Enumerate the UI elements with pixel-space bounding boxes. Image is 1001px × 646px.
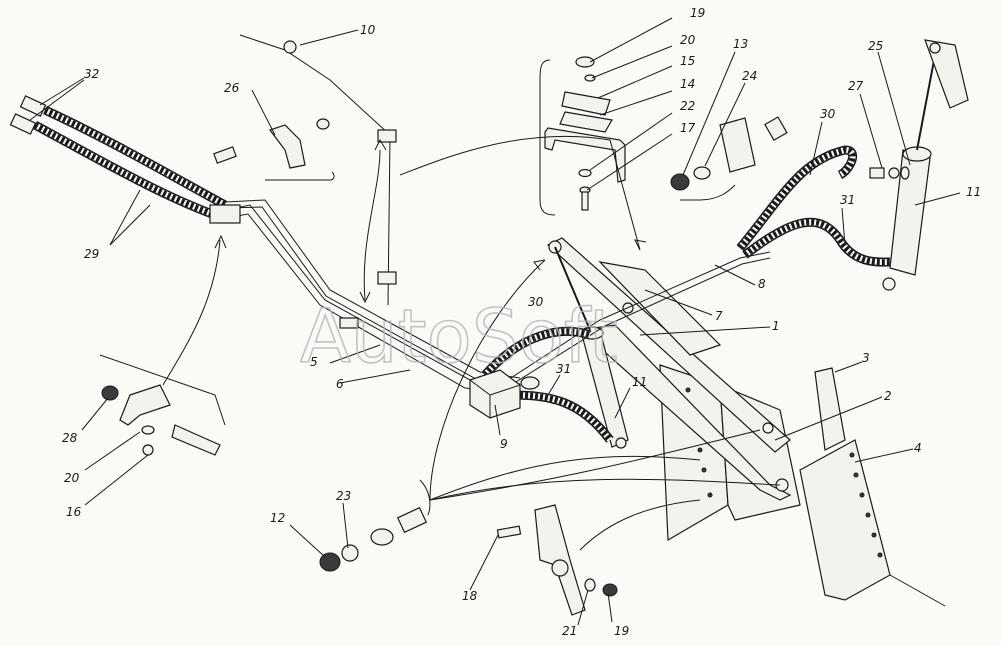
callout-18: 18 (462, 589, 478, 603)
blade-side-plate-4 (799, 439, 891, 601)
rod-10-clamp (283, 40, 297, 54)
inset-bracket-detail (539, 56, 626, 216)
callout-3: 3 (862, 351, 870, 365)
fastener-13-24 (670, 116, 788, 201)
connector-arrows (162, 135, 781, 501)
callout-30-lower: 30 (528, 295, 544, 309)
blade-assembly (659, 364, 946, 607)
pivot-blade-top (762, 422, 774, 434)
rod-10-line (239, 34, 391, 306)
callout-24: 24 (742, 69, 757, 83)
fastener-12-23 (319, 479, 431, 572)
inset-clamp-detail (213, 118, 335, 181)
callout-28: 28 (62, 431, 78, 445)
callout-6: 6 (336, 377, 344, 391)
fitting-32-a (19, 95, 47, 117)
callout-31-right: 31 (840, 193, 855, 207)
rod-10-bracket-lower (377, 271, 397, 285)
callout-20: 20 (680, 33, 696, 47)
right-hydraulic-cylinder (882, 39, 969, 291)
callout-15: 15 (680, 54, 695, 68)
frame-assembly (546, 237, 792, 501)
callout-17: 17 (680, 121, 696, 135)
callout-19-lower: 19 (614, 624, 629, 638)
cylinder-rod-right (916, 54, 936, 151)
cylinder-mount-pin (929, 42, 941, 54)
tube-to-cylinder (499, 251, 771, 386)
callout-4: 4 (914, 441, 922, 455)
callout-9: 9 (500, 437, 508, 451)
callout-27: 27 (848, 79, 864, 93)
callout-22: 22 (680, 99, 695, 113)
callout-21: 21 (562, 624, 577, 638)
main-arm-1 (546, 237, 791, 453)
hoses-30-31-right (736, 145, 891, 267)
callout-20-lower: 20 (64, 471, 80, 485)
callout-2: 2 (884, 389, 892, 403)
callout-31-lower: 31 (556, 362, 571, 376)
inset-bracket-28 (99, 354, 226, 456)
blade-bracket-3 (814, 367, 846, 451)
cylinder-eye-right (882, 277, 896, 291)
cylinder-rod-lower (554, 246, 591, 331)
callout-32: 32 (84, 67, 99, 81)
callout-23: 23 (336, 489, 351, 503)
callout-labels: 10 19 20 15 14 22 17 13 24 30 25 27 11 3… (62, 6, 981, 638)
fitting-25-27 (869, 166, 910, 180)
ground-line (889, 574, 946, 607)
fitting-32-b (9, 113, 37, 135)
callout-30-right: 30 (820, 107, 836, 121)
inset-brace (539, 59, 556, 216)
callout-11-lower: 11 (632, 375, 647, 389)
control-rod-10 (239, 34, 397, 329)
hoses-29 (9, 95, 241, 224)
callout-14: 14 (680, 77, 695, 91)
callout-19: 19 (690, 6, 705, 20)
watermark-text: AutoSoft (300, 294, 618, 380)
callout-26: 26 (224, 81, 240, 95)
rod-10-bracket-upper (377, 129, 397, 143)
hoses-30-31-lower (481, 326, 614, 443)
callout-8: 8 (758, 277, 766, 291)
callout-12: 12 (270, 511, 285, 525)
callout-25: 25 (868, 39, 883, 53)
callout-10: 10 (360, 23, 376, 37)
callout-1: 1 (772, 319, 780, 333)
hose-bracket (209, 204, 241, 224)
fastener-18-21-19 (496, 499, 701, 616)
callout-29: 29 (84, 247, 99, 261)
valve-block-9 (469, 369, 540, 419)
callout-11-right: 11 (966, 185, 981, 199)
leader-lines (29, 17, 961, 626)
push-arm-2 (578, 324, 792, 501)
cylinder-eye-lower (615, 437, 627, 449)
callout-13: 13 (733, 37, 748, 51)
callout-7: 7 (715, 309, 723, 323)
cylinder-mount-plate (924, 39, 969, 109)
callout-5: 5 (310, 355, 318, 369)
callout-16: 16 (66, 505, 82, 519)
